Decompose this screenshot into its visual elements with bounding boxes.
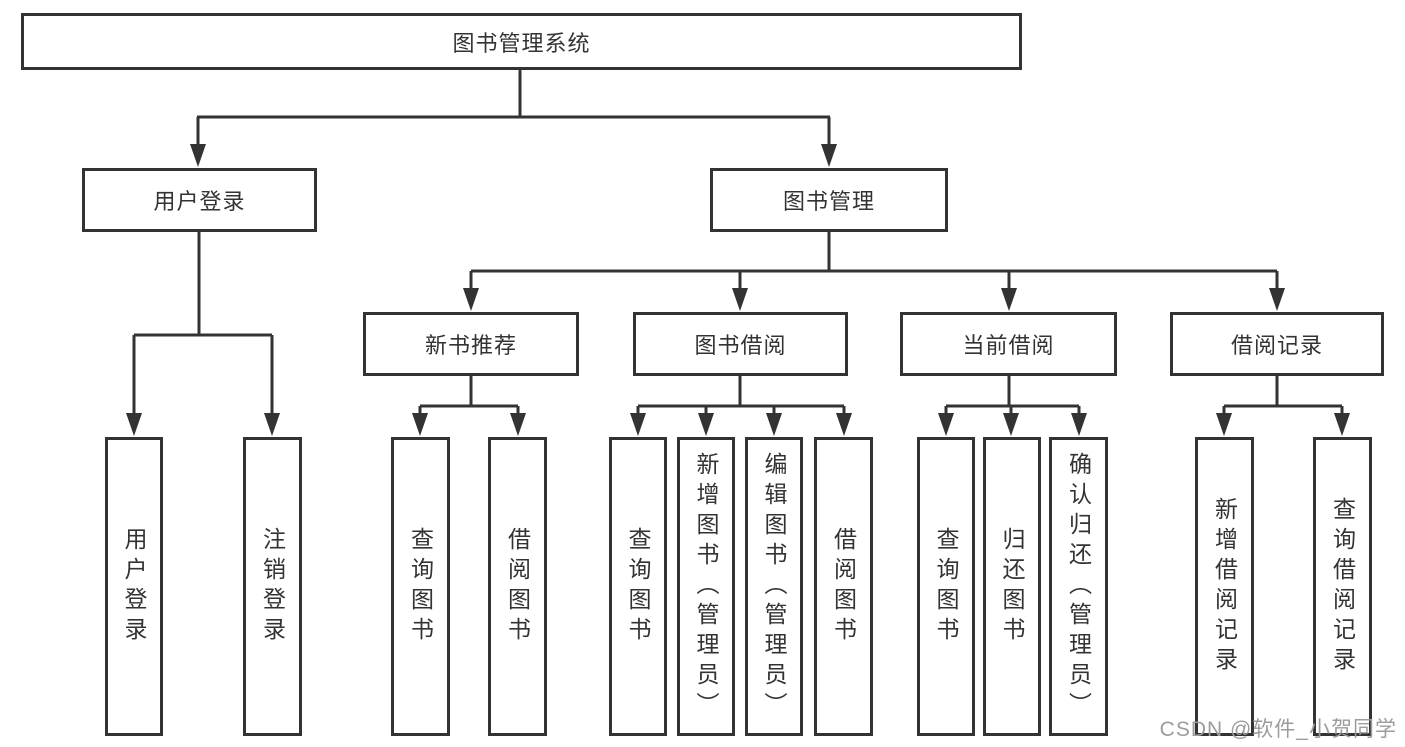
leaf-return-book: 归还图书 <box>983 437 1041 736</box>
node-user-login: 用户登录 <box>82 168 317 232</box>
leaf-query-book: 查询图书 <box>391 437 450 736</box>
connector-user-login-to-leaves <box>126 231 280 436</box>
arrow-down-icon <box>732 288 748 311</box>
arrow-down-icon <box>126 413 142 436</box>
csdn-watermark: CSDN @软件_小贺同学 <box>1159 718 1397 741</box>
connector-book-management-to-groups <box>463 231 1285 311</box>
arrow-down-icon <box>1001 288 1017 311</box>
node-root-system: 图书管理系统 <box>21 13 1022 70</box>
node-book-management: 图书管理 <box>710 168 948 232</box>
leaf-logout-login: 注销登录 <box>243 437 302 736</box>
node-borrow-records: 借阅记录 <box>1170 312 1384 376</box>
leaf-label: 查询图书 <box>625 526 651 647</box>
arrow-down-icon <box>1003 413 1019 436</box>
leaf-label: 编辑图书（管理员） <box>761 451 787 722</box>
leaf-label: 查询图书 <box>407 526 434 647</box>
leaf-query-book: 查询图书 <box>917 437 975 736</box>
leaf-label: 归还图书 <box>999 526 1025 647</box>
arrow-down-icon <box>1216 413 1232 436</box>
connector-borrow-records-to-leaves <box>1216 375 1350 436</box>
arrow-down-icon <box>412 413 428 436</box>
leaf-label: 借阅图书 <box>504 526 531 647</box>
leaf-edit-book-admin: 编辑图书（管理员） <box>745 437 803 736</box>
leaf-label: 用户登录 <box>121 526 147 647</box>
arrow-down-icon <box>1334 413 1350 436</box>
leaf-user-login: 用户登录 <box>105 437 163 736</box>
arrow-down-icon <box>821 144 837 167</box>
leaf-confirm-return-admin: 确认归还（管理员） <box>1049 437 1108 736</box>
leaf-query-book: 查询图书 <box>609 437 667 736</box>
leaf-label: 借阅图书 <box>830 526 857 647</box>
arrow-down-icon <box>264 413 280 436</box>
arrow-down-icon <box>698 413 714 436</box>
leaf-label: 注销登录 <box>259 526 286 647</box>
leaf-label: 确认归还（管理员） <box>1065 451 1092 722</box>
connector-root-to-branches <box>190 68 837 167</box>
arrow-down-icon <box>190 144 206 167</box>
node-new-book-recommend: 新书推荐 <box>363 312 579 376</box>
leaf-add-borrow-record: 新增借阅记录 <box>1195 437 1254 736</box>
leaf-add-book-admin: 新增图书（管理员） <box>677 437 735 736</box>
arrow-down-icon <box>463 288 479 311</box>
leaf-label: 新增图书（管理员） <box>693 451 719 722</box>
arrow-down-icon <box>766 413 782 436</box>
arrow-down-icon <box>510 413 526 436</box>
arrow-down-icon <box>938 413 954 436</box>
leaf-borrow-book: 借阅图书 <box>814 437 873 736</box>
leaf-label: 查询图书 <box>933 526 959 647</box>
leaf-label: 查询借阅记录 <box>1329 496 1356 677</box>
connector-new-book-recommend-to-leaves <box>412 375 526 436</box>
leaf-query-borrow-record: 查询借阅记录 <box>1313 437 1372 736</box>
connector-book-borrowing-to-leaves <box>630 375 852 436</box>
arrow-down-icon <box>630 413 646 436</box>
node-current-borrowing: 当前借阅 <box>900 312 1117 376</box>
leaf-borrow-book: 借阅图书 <box>488 437 547 736</box>
arrow-down-icon <box>836 413 852 436</box>
arrow-down-icon <box>1269 288 1285 311</box>
leaf-label: 新增借阅记录 <box>1211 496 1238 677</box>
node-book-borrowing: 图书借阅 <box>633 312 848 376</box>
arrow-down-icon <box>1071 413 1087 436</box>
connector-current-borrowing-to-leaves <box>938 375 1087 436</box>
